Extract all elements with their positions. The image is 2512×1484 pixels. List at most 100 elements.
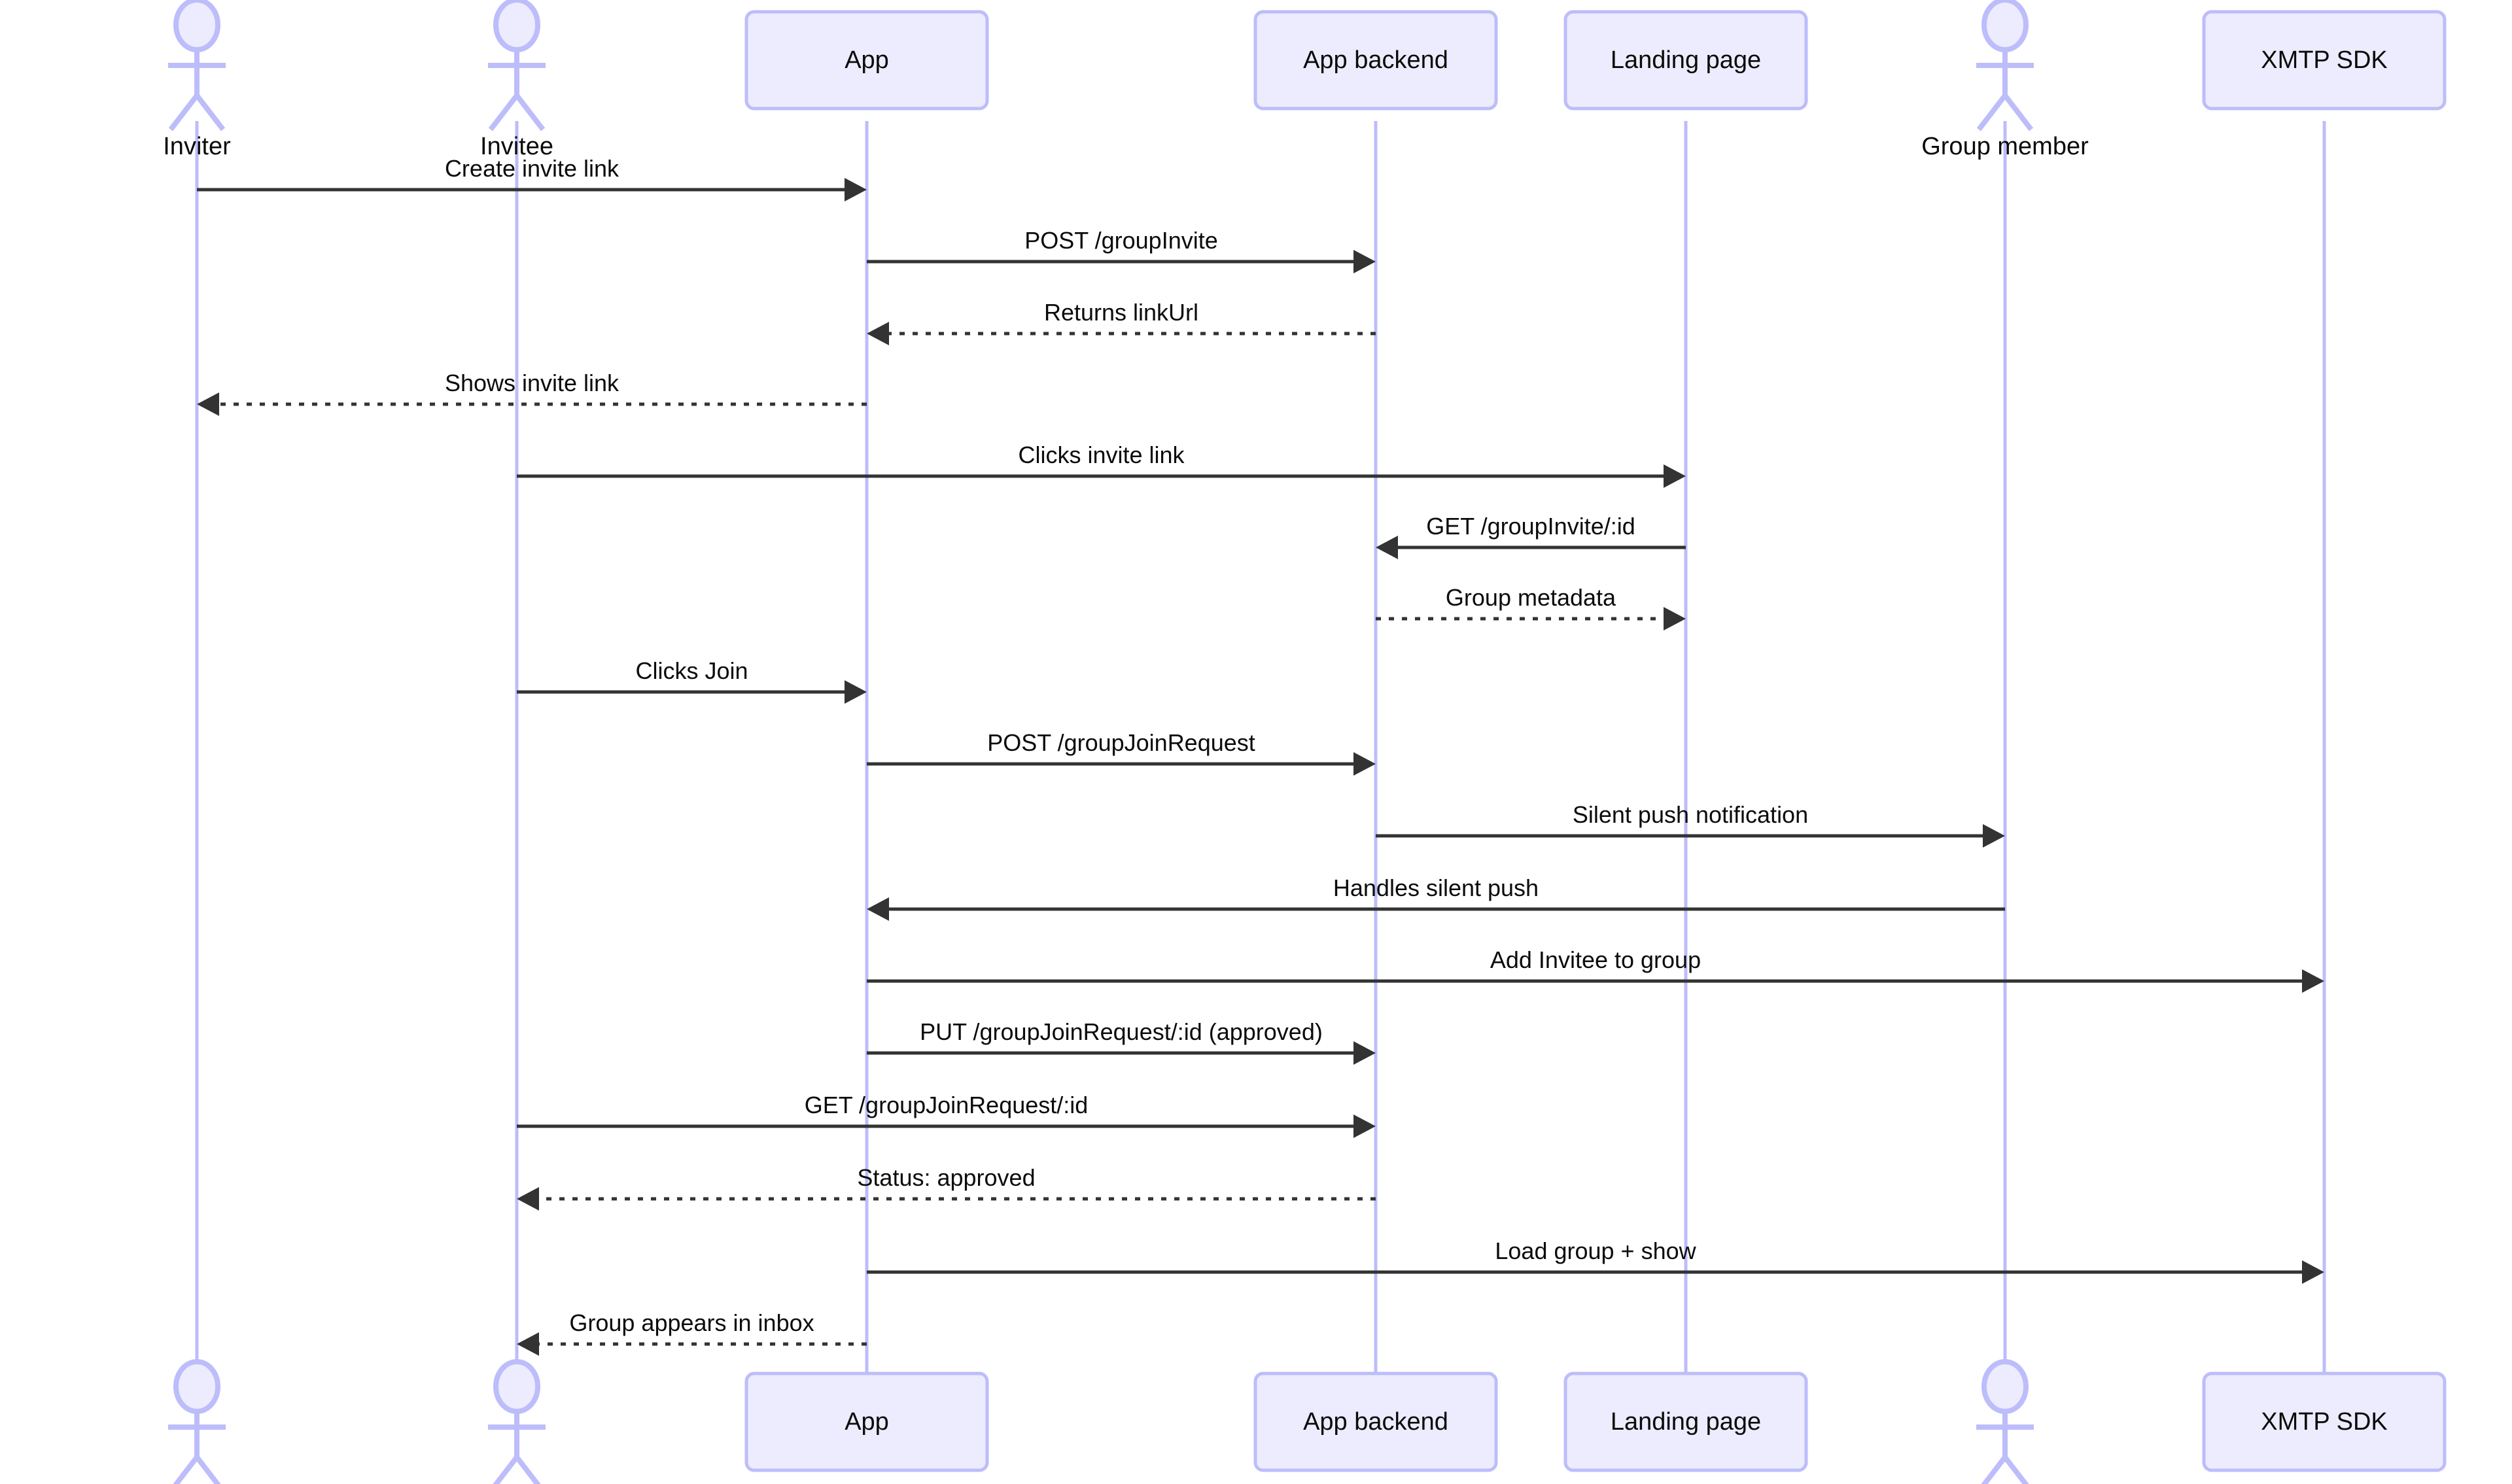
message-1[interactable]: Create invite link xyxy=(197,155,867,201)
actor-leg-left xyxy=(1976,94,2008,131)
participant-label: App backend xyxy=(1303,46,1448,74)
participant-app-top[interactable]: App xyxy=(744,10,989,111)
actor-head-icon xyxy=(493,0,540,52)
actor-head-icon xyxy=(1981,1359,2029,1414)
actor-head-icon xyxy=(493,1359,540,1414)
participant-landing_page-bottom[interactable]: Landing page xyxy=(1563,1372,1808,1472)
actor-leg-right xyxy=(2002,1455,2029,1484)
actor-leg-left xyxy=(168,94,200,131)
actor-leg-right xyxy=(514,1455,541,1484)
participant-group_member-top[interactable]: Group member xyxy=(1921,0,2089,160)
participant-label: App xyxy=(845,1408,889,1436)
message-label: Shows invite link xyxy=(445,370,619,396)
message-label: Handles silent push xyxy=(1333,874,1539,901)
message-6[interactable]: GET /groupInvite/:id xyxy=(1376,513,1686,559)
participant-label: XMTP SDK xyxy=(2261,1408,2388,1436)
participant-inviter-top[interactable]: Inviter xyxy=(163,0,231,160)
participant-label: Landing page xyxy=(1611,1408,1761,1436)
message-label: POST /groupInvite xyxy=(1024,227,1218,254)
message-arrowhead-icon xyxy=(845,680,867,704)
message-10[interactable]: Silent push notification xyxy=(1376,801,2005,848)
message-arrowhead-icon xyxy=(1353,1041,1376,1065)
message-label: Load group + show xyxy=(1495,1237,1696,1264)
message-label: Clicks invite link xyxy=(1018,441,1185,468)
message-11[interactable]: Handles silent push xyxy=(867,874,2005,921)
message-label: GET /groupInvite/:id xyxy=(1426,513,1635,540)
lifelines-layer xyxy=(195,121,2326,1373)
message-14[interactable]: GET /groupJoinRequest/:id xyxy=(517,1092,1376,1138)
message-arrowhead-icon xyxy=(1983,824,2005,848)
participant-inviter-bottom[interactable]: Inviter xyxy=(163,1359,231,1484)
actor-leg-left xyxy=(173,1455,200,1484)
message-7[interactable]: Group metadata xyxy=(1376,584,1686,630)
actor-leg-right xyxy=(194,94,226,131)
actor-leg-left xyxy=(493,1455,519,1484)
message-label: Returns linkUrl xyxy=(1044,299,1198,326)
participant-label: Inviter xyxy=(163,133,231,160)
actor-leg-right xyxy=(2002,94,2034,131)
message-arrowhead-icon xyxy=(517,1187,539,1211)
message-3[interactable]: Returns linkUrl xyxy=(867,299,1376,345)
participant-xmtp_sdk-bottom[interactable]: XMTP SDK xyxy=(2202,1372,2447,1472)
participant-label: Invitee xyxy=(480,133,553,160)
participant-label: App backend xyxy=(1303,1408,1448,1436)
message-arrowhead-icon xyxy=(197,392,219,416)
participant-label: App xyxy=(845,46,889,74)
actor-leg-right xyxy=(514,94,546,131)
message-2[interactable]: POST /groupInvite xyxy=(867,227,1376,273)
participant-box xyxy=(1253,10,1498,111)
participant-invitee-bottom[interactable]: Invitee xyxy=(480,1359,553,1484)
participant-invitee-top[interactable]: Invitee xyxy=(480,0,553,160)
participant-label: Group member xyxy=(1921,133,2089,160)
message-arrowhead-icon xyxy=(2302,1260,2324,1284)
message-16[interactable]: Load group + show xyxy=(867,1237,2324,1284)
participant-app_backend-top[interactable]: App backend xyxy=(1253,10,1498,111)
message-15[interactable]: Status: approved xyxy=(517,1164,1376,1211)
message-arrowhead-icon xyxy=(867,322,889,345)
message-8[interactable]: Clicks Join xyxy=(517,657,867,704)
message-12[interactable]: Add Invitee to group xyxy=(867,946,2324,993)
participant-box xyxy=(1563,1372,1808,1472)
message-arrowhead-icon xyxy=(517,1332,539,1356)
actor-head-icon xyxy=(1981,0,2029,52)
actor-head-icon xyxy=(173,0,220,52)
message-label: Clicks Join xyxy=(635,657,748,684)
participant-box xyxy=(2202,1372,2447,1472)
message-9[interactable]: POST /groupJoinRequest xyxy=(867,729,1376,776)
participant-box xyxy=(2202,10,2447,111)
message-label: PUT /groupJoinRequest/:id (approved) xyxy=(920,1018,1323,1045)
message-13[interactable]: PUT /groupJoinRequest/:id (approved) xyxy=(867,1018,1376,1065)
message-17[interactable]: Group appears in inbox xyxy=(517,1309,867,1356)
message-4[interactable]: Shows invite link xyxy=(197,370,867,416)
participant-group_member-bottom[interactable]: Group member xyxy=(1921,1359,2089,1484)
participant-box xyxy=(1253,1372,1498,1472)
message-label: Add Invitee to group xyxy=(1490,946,1701,973)
actor-leg-right xyxy=(194,1455,221,1484)
participant-app_backend-bottom[interactable]: App backend xyxy=(1253,1372,1498,1472)
message-label: POST /groupJoinRequest xyxy=(987,729,1255,756)
message-arrowhead-icon xyxy=(1664,464,1686,488)
participant-label: XMTP SDK xyxy=(2261,46,2388,74)
actor-leg-left xyxy=(1981,1455,2008,1484)
message-arrowhead-icon xyxy=(1353,752,1376,776)
message-arrowhead-icon xyxy=(867,897,889,921)
message-label: Silent push notification xyxy=(1573,801,1808,828)
participant-xmtp_sdk-top[interactable]: XMTP SDK xyxy=(2202,10,2447,111)
participant-landing_page-top[interactable]: Landing page xyxy=(1563,10,1808,111)
participant-label: Landing page xyxy=(1611,46,1761,74)
message-label: GET /groupJoinRequest/:id xyxy=(805,1092,1089,1118)
participants-bottom-layer: Inviter Invitee App App backend Landing page… xyxy=(163,1359,2447,1484)
participant-app-bottom[interactable]: App xyxy=(744,1372,989,1472)
message-5[interactable]: Clicks invite link xyxy=(517,441,1686,488)
message-arrowhead-icon xyxy=(1353,250,1376,273)
message-label: Group appears in inbox xyxy=(569,1309,814,1336)
actor-head-icon xyxy=(173,1359,220,1414)
message-arrowhead-icon xyxy=(1353,1114,1376,1138)
actor-leg-left xyxy=(488,94,519,131)
message-arrowhead-icon xyxy=(1664,607,1686,630)
message-label: Status: approved xyxy=(857,1164,1035,1191)
participant-box xyxy=(1563,10,1808,111)
